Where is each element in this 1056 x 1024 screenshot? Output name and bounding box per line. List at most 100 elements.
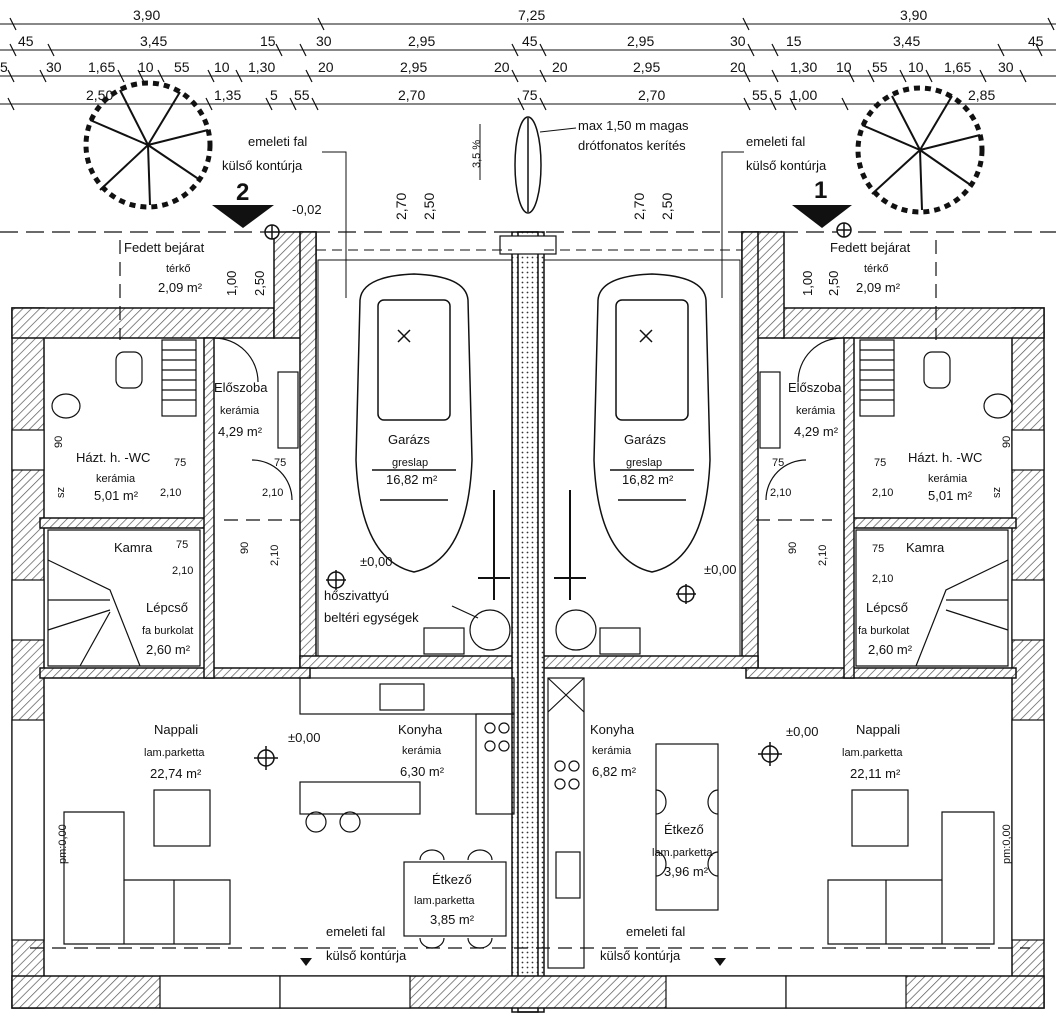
svg-text:emeleti fal: emeleti fal	[326, 924, 385, 939]
heatpump-label: hőszivattyú beltéri egységek	[324, 588, 419, 625]
svg-text:2,50: 2,50	[421, 193, 437, 220]
svg-text:Előszoba: Előszoba	[788, 380, 842, 395]
dim-text: 3,45	[893, 33, 920, 49]
dim-text: 3,90	[900, 7, 927, 23]
svg-text:Garázs: Garázs	[388, 432, 430, 447]
dim-text: 20	[730, 59, 746, 75]
svg-text:sz: sz	[991, 487, 1003, 498]
svg-text:kerámia: kerámia	[592, 745, 632, 757]
svg-text:2,10: 2,10	[817, 545, 829, 566]
room-label-hall-left: Előszoba kerámia 4,29 m²	[214, 380, 268, 439]
svg-text:emeleti fal: emeleti fal	[746, 134, 805, 149]
dim-text: 20	[552, 59, 568, 75]
svg-text:22,11 m²: 22,11 m²	[850, 766, 901, 781]
svg-text:kerámia: kerámia	[96, 473, 136, 485]
room-label-dining-right: Étkező lam.parketta 3,96 m²	[652, 822, 713, 879]
svg-text:75: 75	[874, 457, 886, 469]
svg-text:2,70: 2,70	[393, 193, 409, 220]
svg-text:16,82 m²: 16,82 m²	[622, 472, 674, 487]
svg-text:2,10: 2,10	[770, 487, 791, 499]
room-label-stairs-left: Lépcső fa burkolat 2,60 m²	[142, 600, 193, 657]
svg-text:Konyha: Konyha	[398, 722, 443, 737]
dim-text: 2,95	[400, 59, 427, 75]
dim-text: 2,95	[633, 59, 660, 75]
dim-text: 20	[318, 59, 334, 75]
dim-text: 1,30	[248, 59, 275, 75]
wall-contour-label-top-left: emeleti fal külső kontúrja	[222, 134, 347, 298]
svg-text:2,50: 2,50	[826, 271, 841, 296]
svg-text:±0,00: ±0,00	[288, 730, 320, 745]
dim-text: 2,95	[627, 33, 654, 49]
svg-text:Fedett bejárat: Fedett bejárat	[124, 240, 205, 255]
dim-text: 15	[786, 33, 802, 49]
dim-text: 10	[138, 59, 154, 75]
windows	[11, 235, 1045, 1009]
level-markers	[254, 222, 852, 770]
svg-text:beltéri egységek: beltéri egységek	[324, 610, 419, 625]
svg-text:térkő: térkő	[166, 263, 190, 275]
dim-text: 30	[46, 59, 62, 75]
dim-text: 30	[316, 33, 332, 49]
svg-text:Garázs: Garázs	[624, 432, 666, 447]
wall-contour-label-top-right: emeleti fal külső kontúrja	[721, 134, 827, 298]
svg-text:hőszivattyú: hőszivattyú	[324, 588, 389, 603]
dim-text: 5	[270, 87, 278, 103]
heatpump-units	[423, 605, 641, 655]
svg-text:lam.parketta: lam.parketta	[652, 847, 713, 859]
dim-text: 2,95	[408, 33, 435, 49]
svg-text:22,74 m²: 22,74 m²	[150, 766, 202, 781]
svg-text:Nappali: Nappali	[154, 722, 198, 737]
dim-text: 30	[998, 59, 1014, 75]
tree-right-icon	[855, 85, 985, 215]
svg-text:2,50: 2,50	[659, 193, 675, 220]
door-dims: 75 2,10 75 2,10 75 2,10 75 2,10 75 2,10 …	[53, 436, 1013, 864]
svg-text:75: 75	[872, 543, 884, 555]
dim-text: 55	[294, 87, 310, 103]
room-label-bath-right: Házt. h. -WC kerámia 5,01 m²	[908, 450, 982, 503]
dim-text: 75	[522, 87, 538, 103]
left-unit-fixtures	[47, 337, 515, 949]
svg-text:2,70: 2,70	[631, 193, 647, 220]
svg-text:6,82 m²: 6,82 m²	[592, 764, 637, 779]
svg-text:kerámia: kerámia	[796, 405, 836, 417]
right-unit-fixtures	[547, 337, 1013, 969]
car-left-icon	[355, 273, 473, 573]
svg-text:16,82 m²: 16,82 m²	[386, 472, 438, 487]
svg-text:1: 1	[814, 177, 827, 204]
room-label-garage-left: Garázs greslap 16,82 m²	[386, 432, 438, 487]
svg-text:lam.parketta: lam.parketta	[144, 747, 205, 759]
svg-text:±0,00: ±0,00	[704, 562, 736, 577]
dimension-texts: 3,90 7,25 3,90 45 3,45 15 30 2,95 45 2,9…	[0, 7, 1044, 103]
svg-text:3,96 m²: 3,96 m²	[664, 864, 709, 879]
svg-text:75: 75	[274, 457, 286, 469]
svg-text:emeleti fal: emeleti fal	[248, 134, 307, 149]
svg-text:greslap: greslap	[626, 457, 662, 469]
dim-text: 1,65	[88, 59, 115, 75]
svg-text:emeleti fal: emeleti fal	[626, 924, 685, 939]
dim-text: 45	[1028, 33, 1044, 49]
dim-text: 3,90	[133, 7, 160, 23]
hedge-shrub-icon	[514, 116, 542, 214]
room-label-stairs-right: Lépcső fa burkolat 2,60 m²	[858, 600, 913, 657]
svg-text:75: 75	[176, 539, 188, 551]
svg-text:2,10: 2,10	[269, 545, 281, 566]
svg-text:1,00: 1,00	[800, 271, 815, 296]
svg-text:2,09 m²: 2,09 m²	[856, 280, 901, 295]
svg-text:1,00: 1,00	[224, 271, 239, 296]
svg-text:75: 75	[772, 457, 784, 469]
dim-text: 1,00	[790, 87, 817, 103]
level-entrance-left: -0,02	[292, 202, 322, 217]
svg-text:±0,00: ±0,00	[786, 724, 818, 739]
svg-text:kerámia: kerámia	[220, 405, 260, 417]
dim-text: 10	[908, 59, 924, 75]
svg-text:külső kontúrja: külső kontúrja	[746, 158, 827, 173]
svg-text:6,30 m²: 6,30 m²	[400, 764, 445, 779]
svg-text:4,29 m²: 4,29 m²	[218, 424, 263, 439]
svg-text:90: 90	[787, 542, 799, 554]
svg-text:Nappali: Nappali	[856, 722, 900, 737]
svg-text:pm:0,00: pm:0,00	[57, 824, 69, 864]
room-label-living-left: Nappali lam.parketta 22,74 m²	[144, 722, 205, 781]
car-right-icon	[593, 273, 711, 573]
